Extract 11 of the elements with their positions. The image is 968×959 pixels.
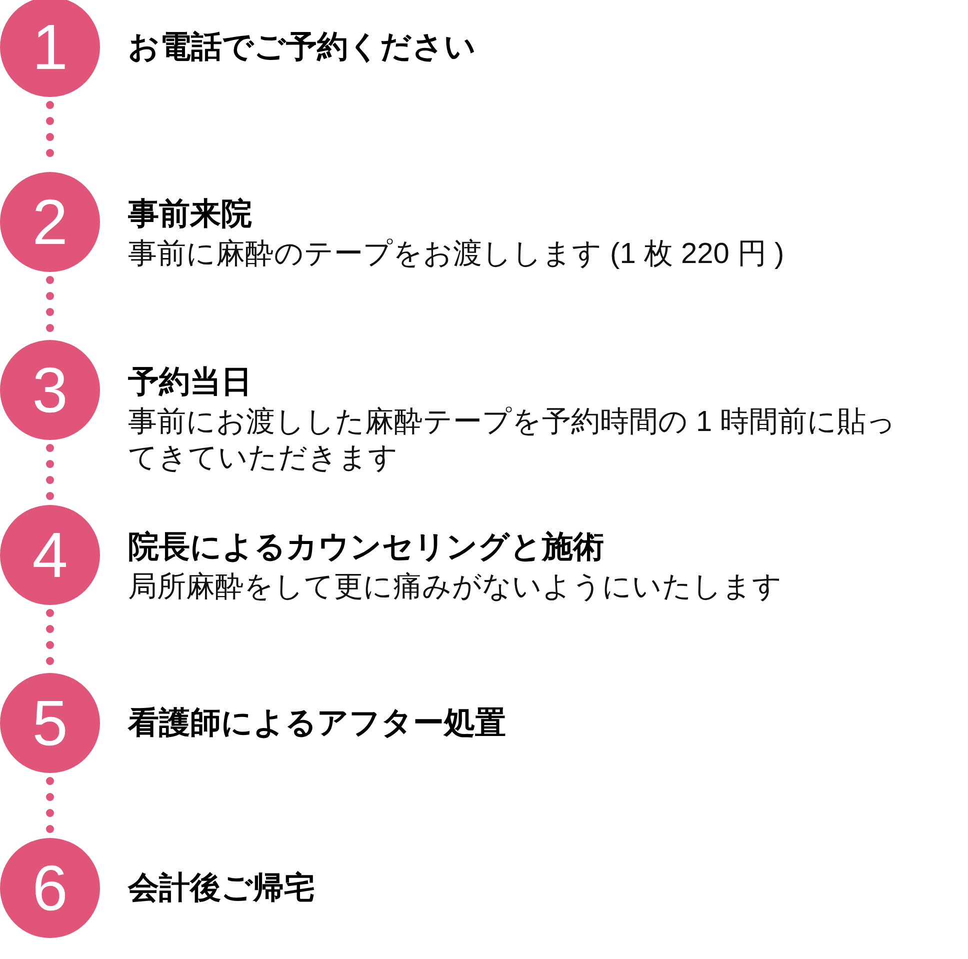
step-heading: 会計後ご帰宅 (128, 869, 316, 907)
step-description: 局所麻酔をして更に痛みがないようにいたします (128, 570, 783, 605)
dotted-connector (46, 444, 54, 501)
step-heading: 看護師によるアフター処置 (128, 704, 507, 742)
step-heading: お電話でご予約ください (128, 28, 477, 66)
step-heading: 予約当日 (128, 363, 253, 401)
step-description: 事前に麻酔のテープをお渡しします (1 枚 220 円 ) (128, 237, 786, 272)
dotted-connector (46, 777, 54, 834)
step-heading: 事前来院 (128, 195, 253, 233)
step-description: 事前にお渡しした麻酔テープを予約時間の 1 時間前に貼ってきていただきます (128, 405, 898, 476)
step-heading: 院長によるカウンセリングと施術 (128, 528, 605, 566)
